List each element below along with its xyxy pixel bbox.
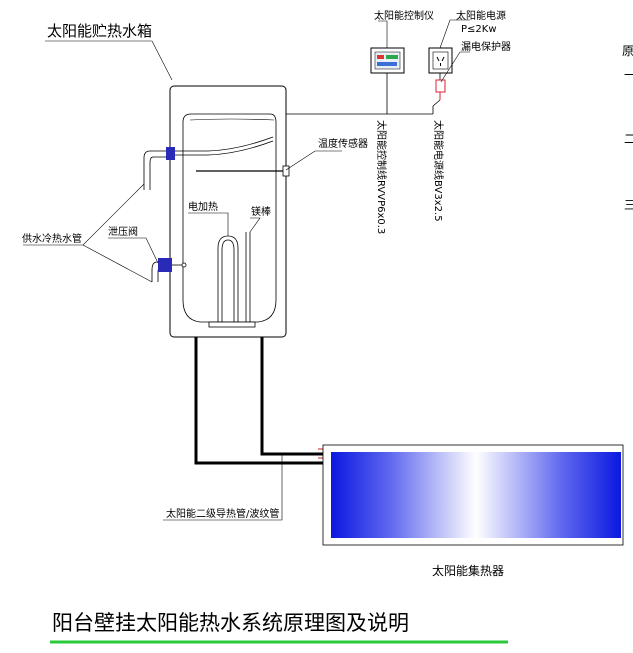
label-control-wire: 太阳能控制线RVVP6x0.3 [375, 120, 388, 234]
power-outlet [428, 47, 453, 74]
hot-outlet-pipe [172, 136, 274, 152]
storage-tank [169, 85, 287, 338]
label-tank: 太阳能贮热水箱 [47, 22, 152, 40]
notes-heading: 原 [622, 44, 633, 58]
label-controller: 太阳能控制仪 [374, 9, 434, 22]
heater-flange [208, 321, 256, 328]
leader-lines [23, 19, 470, 521]
pipe-fitting-upper [166, 147, 175, 160]
pressure-valve-fitting [158, 258, 172, 272]
inner-tank [182, 113, 277, 323]
label-leakage-protector: 漏电保护器 [461, 40, 511, 53]
label-power-rating: P≤2Kw [461, 24, 497, 35]
circulation-pipes [194, 337, 325, 465]
notes-item-1: 一 [624, 68, 633, 82]
label-power-wire: 太阳能电源线BV3x2.5 [432, 120, 445, 222]
notes-item-3: 三 [624, 198, 633, 212]
label-power-supply: 太阳能电源 [456, 9, 506, 22]
cold-supply-pipe [151, 261, 170, 282]
label-electric-heater: 电加热 [188, 200, 218, 213]
leakage-protector-plug [432, 73, 446, 107]
label-circulation-pipe: 太阳能二级导热管/波纹管 [166, 507, 279, 520]
label-magnesium-rod: 镁棒 [251, 205, 271, 218]
hot-supply-pipe [143, 150, 170, 190]
diagram-title: 阳台壁挂太阳能热水系统原理图及说明 [52, 611, 409, 635]
temperature-sensor [282, 165, 290, 177]
label-supply-pipe: 供水冷热水管 [22, 232, 82, 245]
label-temperature-sensor: 温度传感器 [318, 137, 368, 150]
notes-item-2: 二 [624, 132, 633, 146]
solar-controller-panel [370, 47, 405, 74]
solar-collector [331, 452, 621, 538]
label-pressure-valve: 泄压阀 [108, 225, 138, 238]
label-collector: 太阳能集热器 [432, 563, 504, 578]
